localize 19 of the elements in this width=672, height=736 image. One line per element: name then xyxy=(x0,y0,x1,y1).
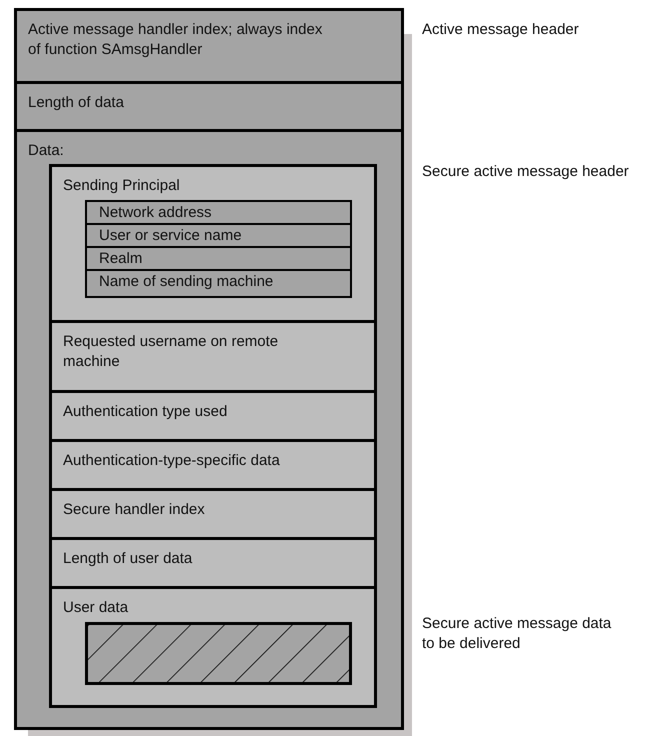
field-label: Requested username on remote machine xyxy=(63,332,280,372)
field-label: Secure handler index xyxy=(63,500,205,520)
field-label: Data: xyxy=(28,141,64,161)
field-label: User data xyxy=(63,598,128,618)
field-label: Name of sending machine xyxy=(99,272,274,292)
field-label: Sending Principal xyxy=(63,176,180,196)
field-label: Realm xyxy=(99,249,142,269)
field-label: User or service name xyxy=(99,226,242,246)
hatched-box xyxy=(85,622,352,685)
subfield-row xyxy=(85,269,352,298)
side-note: Secure active message header xyxy=(422,162,630,182)
side-note: Active message header xyxy=(422,20,580,40)
field-label: Length of data xyxy=(28,93,124,113)
side-note: Secure active message data to be delivered xyxy=(422,614,612,654)
field-label: Authentication-type-specific data xyxy=(63,451,280,471)
field-label: Active message handler index; always index of function SAmsgHandler xyxy=(28,20,324,60)
field-label: Authentication type used xyxy=(63,402,228,422)
field-label: Network address xyxy=(99,203,212,223)
field-label: Length of user data xyxy=(63,549,192,569)
